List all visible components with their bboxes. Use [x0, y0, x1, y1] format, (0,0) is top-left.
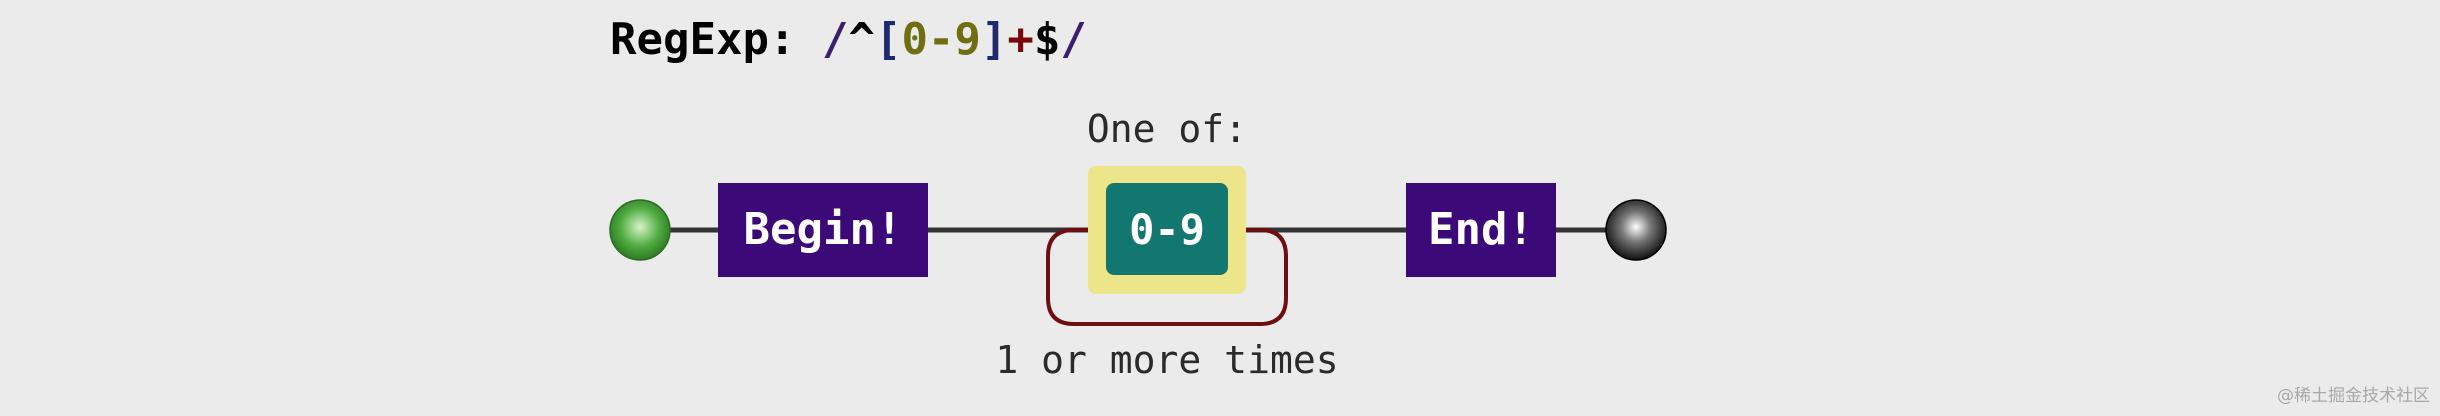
regex-open-slash: / [821, 14, 849, 65]
charset-caption: One of: [1087, 107, 1247, 151]
begin-node [718, 183, 928, 277]
end-terminal-icon [1605, 199, 1667, 261]
charset-item-label: 0-9 [1129, 205, 1205, 254]
begin-label: Begin! [744, 204, 903, 255]
start-terminal-icon [609, 199, 671, 261]
repeat-caption: 1 or more times [995, 338, 1338, 382]
regex-close-bracket: ] [980, 14, 1008, 65]
regex-close-slash: / [1060, 14, 1087, 65]
regex-plus: + [1007, 14, 1034, 65]
regex-label: RegExp: [610, 14, 796, 65]
regex-title: RegExp: /^[0-9]+$/ [610, 14, 1087, 65]
repeat-loop [1046, 228, 1288, 326]
regex-caret: ^ [848, 14, 875, 65]
regex-range: 0-9 [901, 14, 981, 65]
watermark: @稀土掘金技术社区 [2277, 386, 2430, 406]
end-label: End! [1428, 204, 1534, 255]
regex-dollar: $ [1033, 14, 1061, 65]
end-node [1406, 183, 1556, 277]
regex-open-bracket: [ [874, 14, 902, 65]
charset-item-box [1106, 183, 1228, 275]
